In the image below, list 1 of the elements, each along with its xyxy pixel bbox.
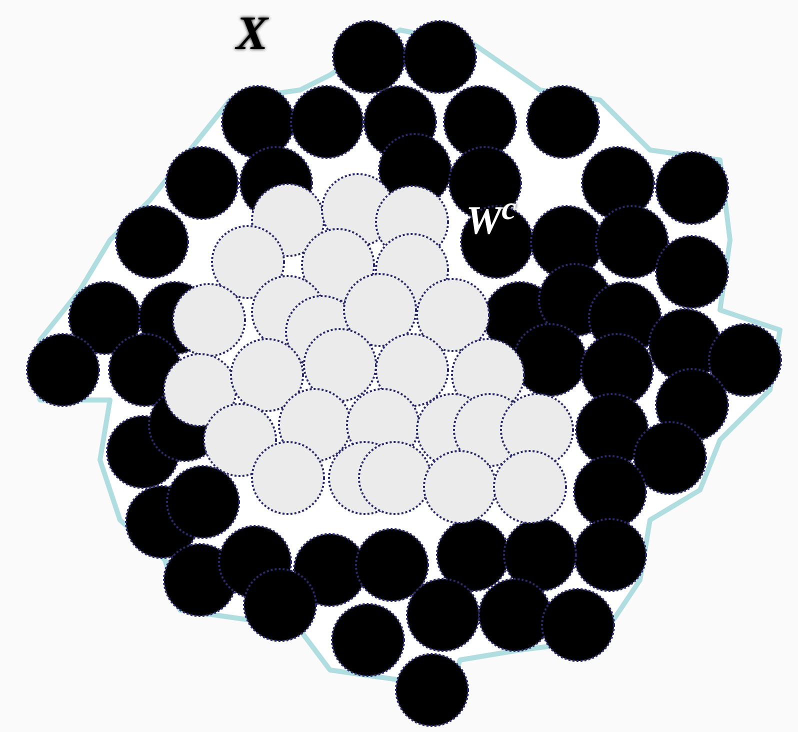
set-label: X (236, 10, 268, 58)
